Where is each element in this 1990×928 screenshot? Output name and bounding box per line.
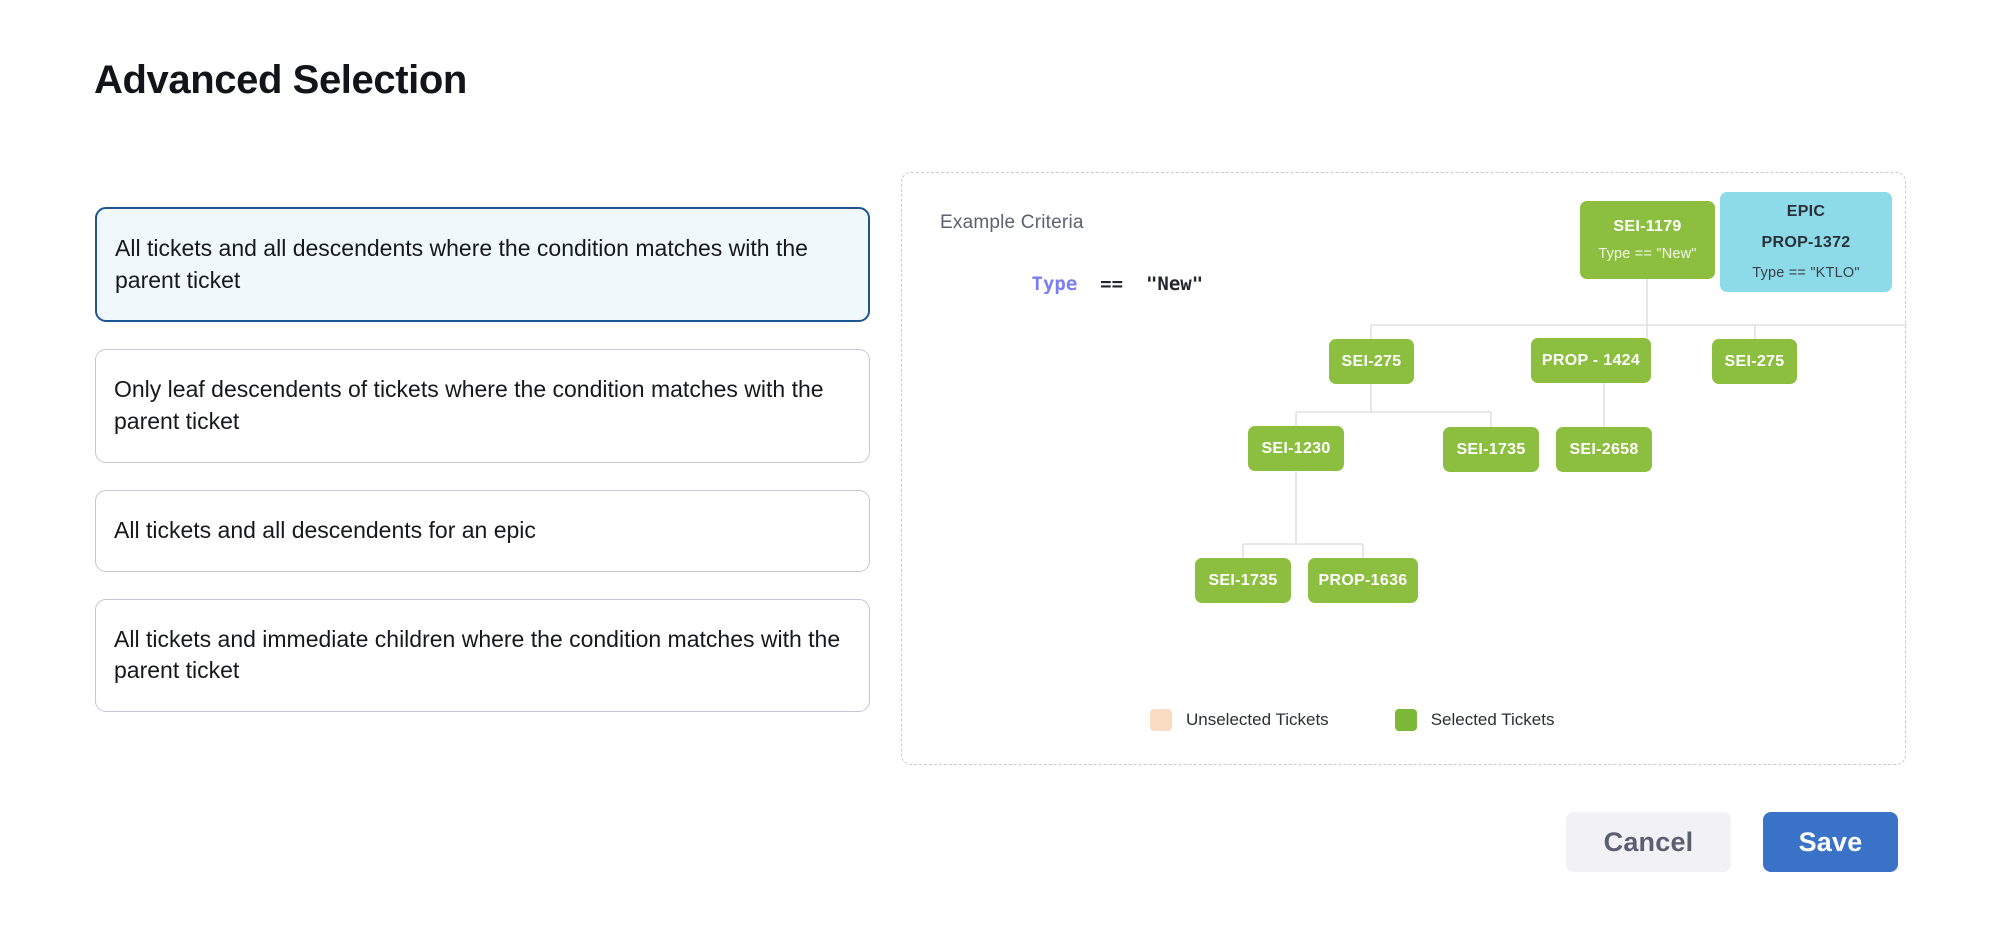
option-card-0[interactable]: All tickets and all descendents where th… [95, 207, 870, 323]
save-button[interactable]: Save [1763, 812, 1898, 872]
option-label: All tickets and all descendents for an e… [114, 516, 536, 543]
node-title: EPIC [1786, 203, 1826, 220]
tree-node-sei-1735-a[interactable]: SEI-1735 [1443, 427, 1539, 472]
legend-swatch-selected [1394, 709, 1417, 731]
criteria-operator: == [1100, 273, 1124, 295]
node-title: SEI-1179 [1613, 218, 1682, 235]
legend-label: Unselected Tickets [1186, 710, 1329, 729]
tree-node-prop-1424[interactable]: PROP - 1424 [1531, 338, 1651, 383]
option-list: All tickets and all descendents where th… [95, 207, 870, 713]
cancel-button[interactable]: Cancel [1566, 812, 1731, 872]
node-title: SEI-1735 [1208, 571, 1278, 589]
node-subtitle: Type == "KTLO" [1752, 265, 1860, 281]
node-title: SEI-1735 [1456, 440, 1526, 458]
node-title-secondary: PROP-1372 [1761, 234, 1851, 251]
criteria-title: Example Criteria [940, 212, 1084, 233]
node-title: SEI-275 [1341, 352, 1402, 370]
criteria-value: "New" [1145, 273, 1204, 295]
tree-node-sei-1230[interactable]: SEI-1230 [1248, 426, 1344, 471]
dialog-footer: Cancel Save [1566, 812, 1898, 872]
option-card-1[interactable]: Only leaf descendents of tickets where t… [95, 349, 870, 463]
node-title: SEI-1230 [1261, 439, 1331, 457]
diagram-legend: Unselected Tickets Selected Tickets [1150, 709, 1554, 731]
criteria-field: Type [1031, 273, 1078, 295]
option-card-2[interactable]: All tickets and all descendents for an e… [95, 489, 870, 572]
node-subtitle: Type == "New" [1598, 246, 1697, 262]
node-title: PROP - 1424 [1541, 351, 1641, 369]
option-label: Only leaf descendents of tickets where t… [114, 376, 824, 435]
page-title: Advanced Selection [94, 58, 467, 102]
node-title: PROP-1636 [1318, 571, 1408, 589]
option-card-3[interactable]: All tickets and immediate children where… [95, 598, 870, 713]
option-label: All tickets and immediate children where… [114, 625, 841, 684]
tree-node-sei-2658[interactable]: SEI-2658 [1556, 427, 1652, 472]
legend-swatch-unselected [1150, 709, 1172, 731]
tree-node-prop-1636[interactable]: PROP-1636 [1308, 558, 1418, 603]
example-criteria: Example Criteria Type == "New" [940, 212, 1203, 317]
node-title: SEI-275 [1724, 352, 1785, 370]
criteria-expression: Type == "New" [940, 251, 1204, 317]
tree-node-sei-1735-b[interactable]: SEI-1735 [1195, 558, 1291, 603]
legend-item-selected: Selected Tickets [1394, 709, 1555, 731]
legend-item-unselected: Unselected Tickets [1150, 709, 1329, 731]
node-title: SEI-2658 [1569, 440, 1639, 458]
option-label: All tickets and all descendents where th… [115, 235, 808, 293]
tree-node-sei-275-b[interactable]: SEI-275 [1712, 339, 1797, 384]
legend-label: Selected Tickets [1430, 710, 1555, 729]
tree-node-sei-275-a[interactable]: SEI-275 [1329, 339, 1414, 384]
